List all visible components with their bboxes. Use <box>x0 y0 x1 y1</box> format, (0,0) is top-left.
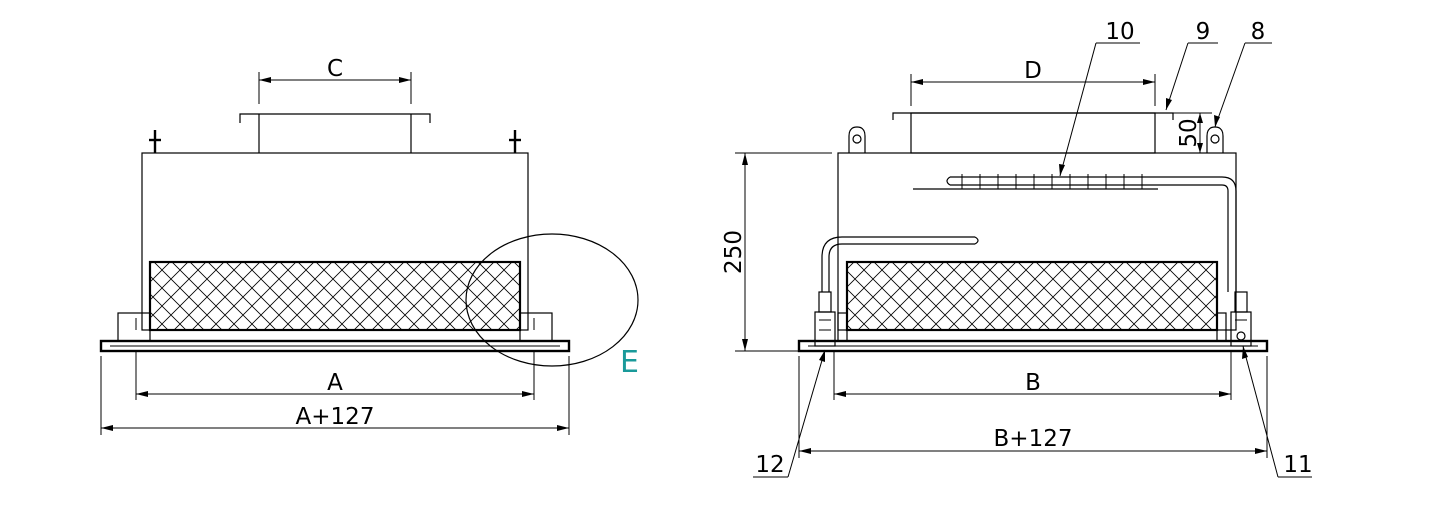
callout-11-label: 11 <box>1283 452 1312 478</box>
side-diffuser-pipe <box>913 174 1237 292</box>
front-outlet-neck <box>239 113 431 153</box>
detail-label-e: E <box>620 345 639 380</box>
side-lug-left <box>848 126 866 153</box>
dim-b-label: B <box>1025 370 1041 396</box>
callout-10: 10 <box>1059 19 1140 177</box>
side-return-pipe <box>821 236 979 292</box>
side-fitting-left <box>814 291 836 347</box>
front-flange <box>99 339 571 353</box>
callout-10-label: 10 <box>1105 19 1134 45</box>
side-view: D 250 50 B <box>721 58 1269 458</box>
callout-11: 11 <box>1242 345 1313 478</box>
callout-12-label: 12 <box>755 452 784 478</box>
front-bracket-right <box>519 312 553 342</box>
front-hanger-left <box>149 130 161 153</box>
callout-9-label: 9 <box>1196 19 1211 45</box>
dim-height-label: 250 <box>721 230 747 274</box>
front-filter <box>148 260 522 332</box>
dim-d-label: D <box>1024 58 1042 84</box>
dim-c: C <box>258 56 412 104</box>
dim-a-label: A <box>327 370 343 396</box>
side-outlet-collar <box>892 112 1174 154</box>
front-bracket-left <box>117 312 151 342</box>
front-view: E C A A+127 <box>99 56 639 435</box>
dim-b-total-label: B+127 <box>994 426 1073 452</box>
side-flange <box>797 339 1269 353</box>
dim-b-total: B+127 <box>798 356 1268 458</box>
front-hanger-right <box>509 130 521 153</box>
side-filter <box>845 260 1219 332</box>
dim-c-label: C <box>327 56 343 82</box>
dim-a: A <box>135 351 535 400</box>
side-lug-right <box>1206 126 1224 153</box>
callout-8-label: 8 <box>1251 19 1266 45</box>
dim-d: D <box>910 58 1156 106</box>
dim-flange-height: 50 <box>1173 112 1212 153</box>
dim-height: 250 <box>721 152 832 352</box>
callout-8: 8 <box>1214 19 1272 128</box>
callout-12: 12 <box>753 349 826 478</box>
side-frame-left <box>837 312 848 342</box>
dim-a-total: A+127 <box>100 356 570 435</box>
detail-circle-e <box>465 233 639 367</box>
side-diffuser-nozzles <box>961 174 1143 189</box>
dim-flange-label: 50 <box>1176 118 1202 147</box>
callout-9: 9 <box>1165 19 1218 111</box>
dim-b: B <box>833 351 1232 400</box>
side-fitting-right <box>1230 291 1252 347</box>
side-frame-right <box>1216 312 1227 342</box>
dim-a-total-label: A+127 <box>296 404 375 430</box>
